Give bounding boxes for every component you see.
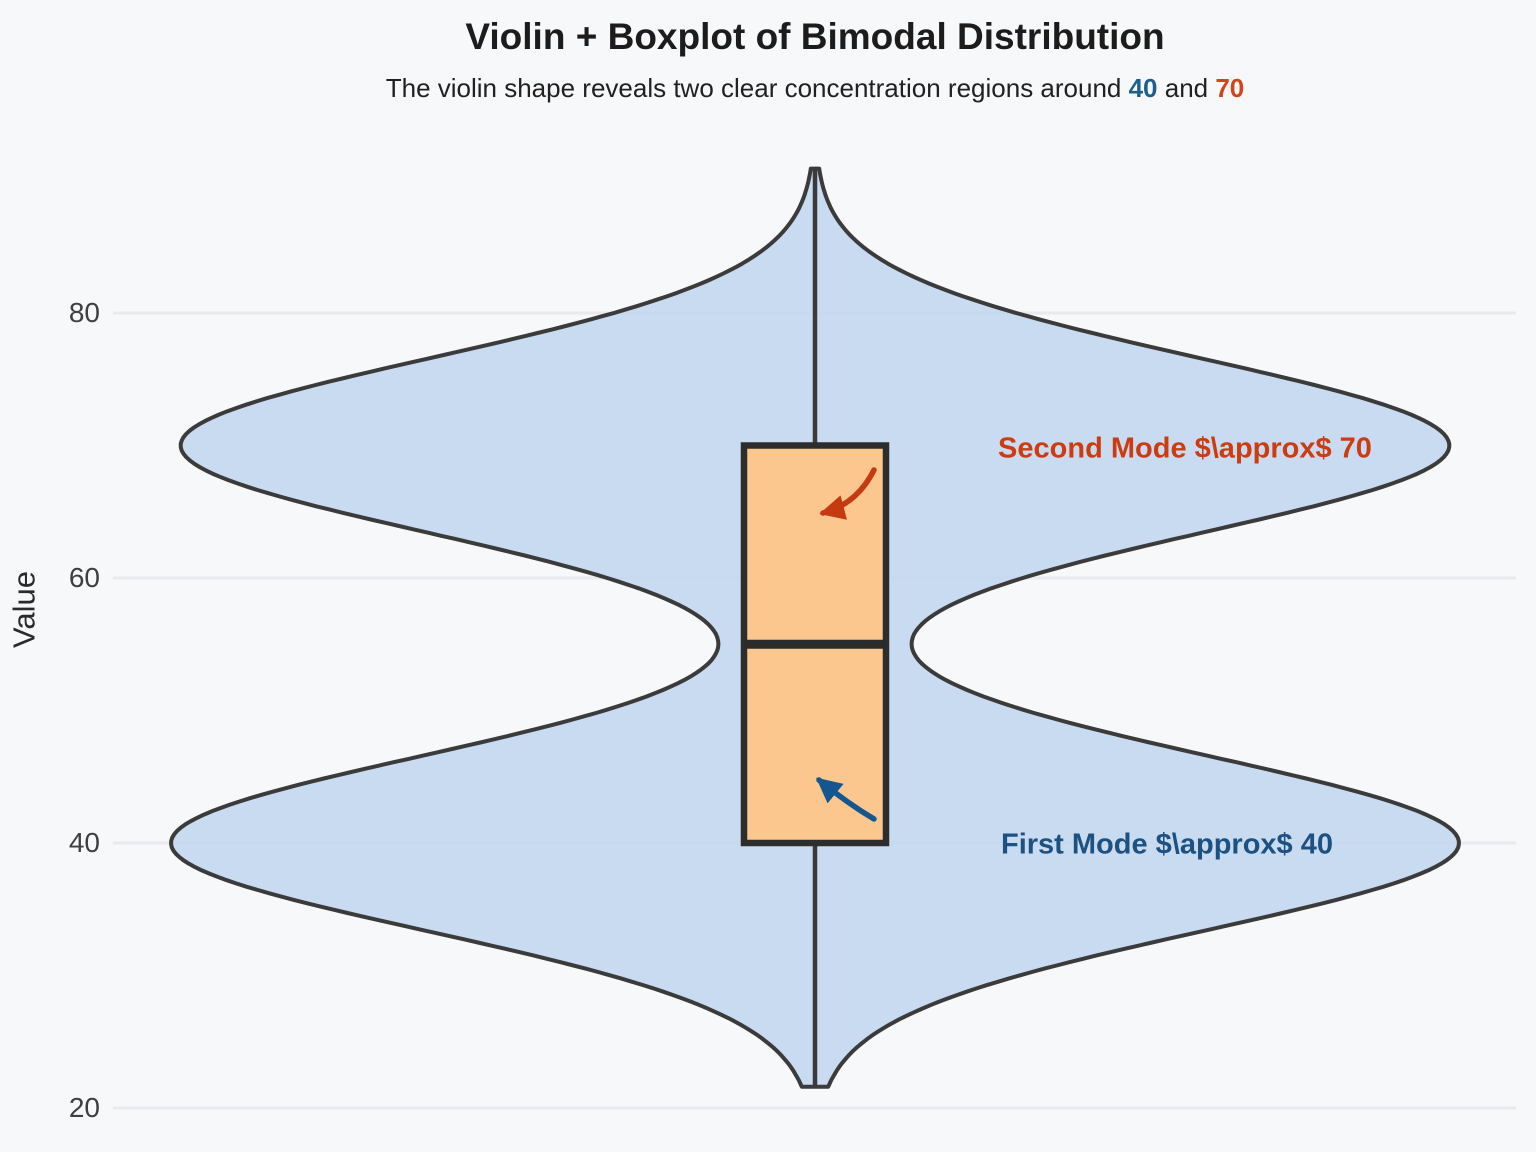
annotation-second-mode: Second Mode $\approx$ 70 — [998, 432, 1372, 465]
subtitle-mode2-value: 70 — [1215, 73, 1245, 103]
y-tick-label: 60 — [68, 562, 100, 593]
subtitle-separator: and — [1157, 73, 1216, 103]
chart-title: Violin + Boxplot of Bimodal Distribution — [465, 16, 1165, 57]
y-tick-label: 80 — [68, 297, 100, 328]
subtitle-mode1-value: 40 — [1128, 73, 1158, 103]
annotation-first-mode: First Mode $\approx$ 40 — [1001, 828, 1333, 861]
y-tick-label: 40 — [68, 827, 100, 858]
first-mode-arrow — [816, 777, 877, 822]
y-tick-label: 20 — [68, 1092, 100, 1123]
chart-subtitle: The violin shape reveals two clear conce… — [386, 73, 1245, 104]
second-mode-arrow — [819, 467, 877, 520]
subtitle-prefix: The violin shape reveals two clear conce… — [385, 73, 1129, 103]
